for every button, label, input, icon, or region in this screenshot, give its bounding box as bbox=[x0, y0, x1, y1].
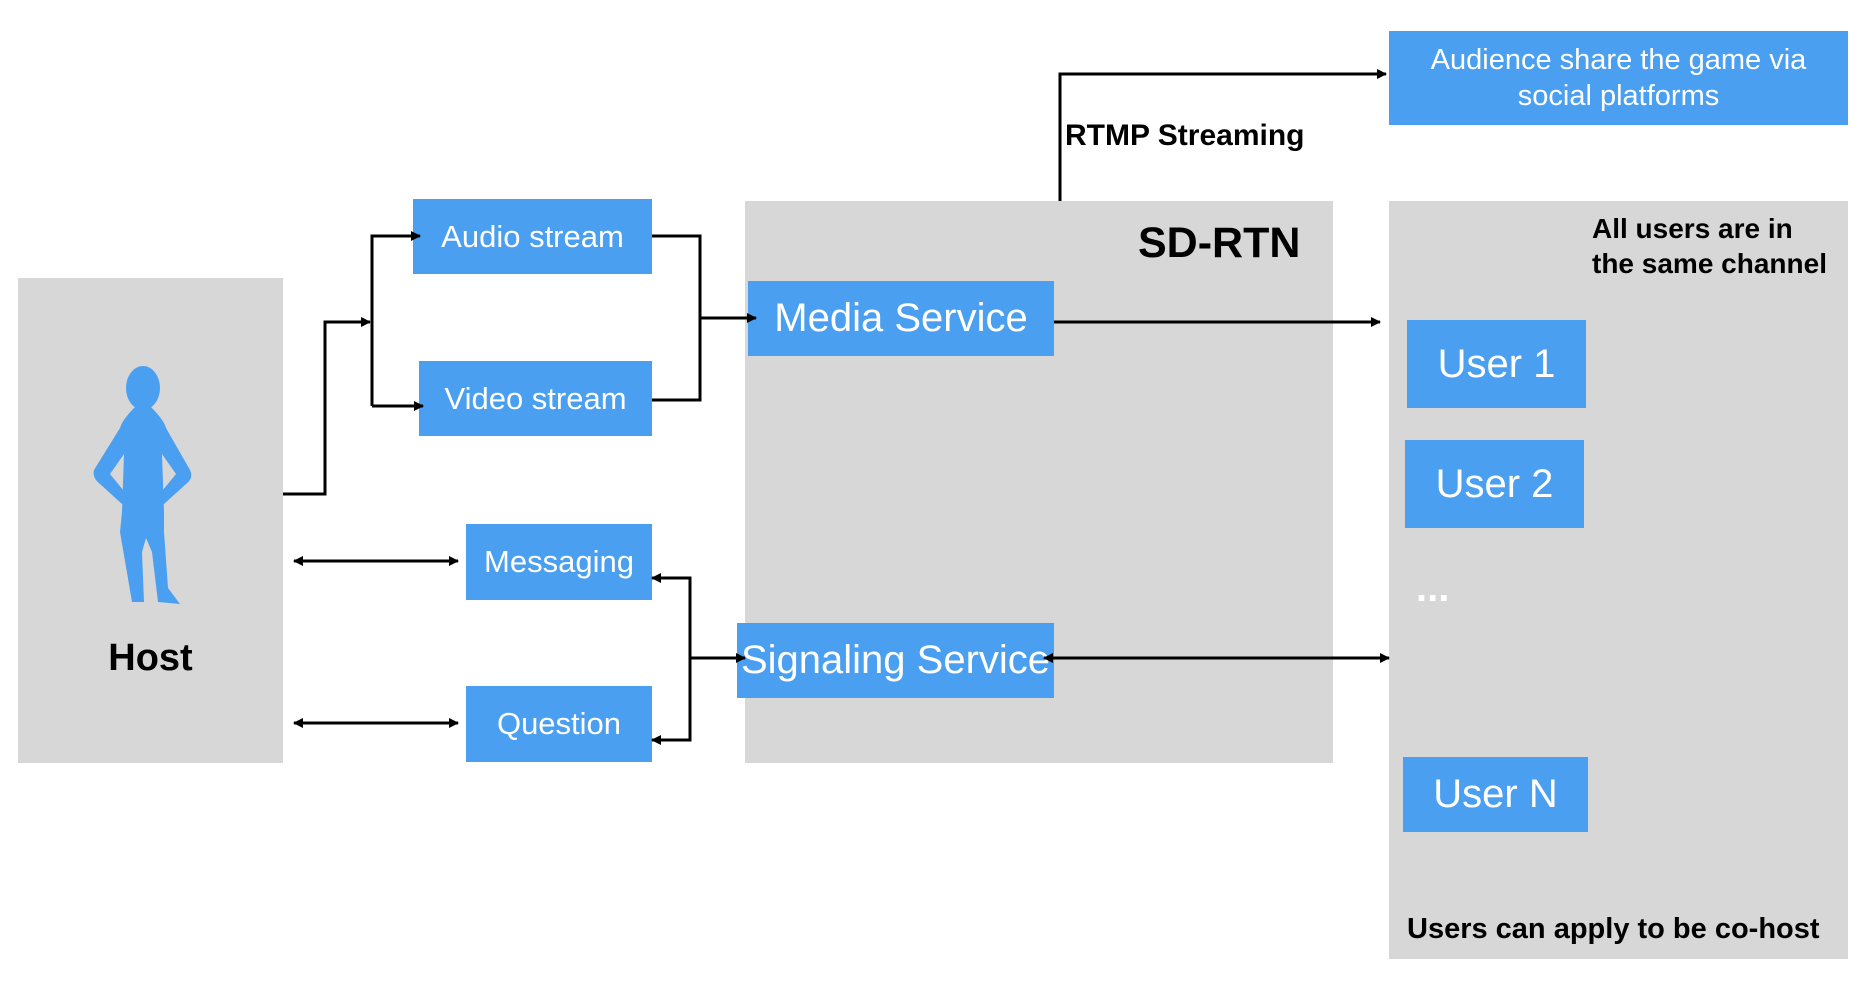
audio-stream-box: Audio stream bbox=[413, 199, 652, 274]
person-silhouette-icon bbox=[93, 366, 192, 604]
signaling-service-box: Signaling Service bbox=[737, 623, 1054, 698]
user-n-box: User N bbox=[1403, 757, 1588, 832]
media-service-box: Media Service bbox=[748, 281, 1054, 356]
host-to-split-arrow bbox=[283, 317, 371, 496]
cohost-note: Users can apply to be co-host bbox=[1407, 913, 1820, 945]
user-2-box: User 2 bbox=[1405, 440, 1584, 528]
users-note-line2: the same channel bbox=[1592, 248, 1827, 279]
sdrtn-title: SD-RTN bbox=[1138, 219, 1301, 267]
messaging-box: Messaging bbox=[466, 524, 652, 600]
audio-merge-line bbox=[652, 234, 702, 402]
video-stream-box: Video stream bbox=[419, 361, 652, 436]
messaging-signaling-line bbox=[651, 573, 692, 745]
host-label: Host bbox=[108, 637, 193, 679]
audience-line1: Audience share the game via bbox=[1430, 44, 1807, 76]
rtmp-streaming-label: RTMP Streaming bbox=[1065, 119, 1305, 152]
question-box: Question bbox=[466, 686, 652, 762]
user-1-box: User 1 bbox=[1407, 320, 1586, 408]
users-ellipsis: ... bbox=[1416, 566, 1450, 610]
audience-box: Audience share the game via social platf… bbox=[1389, 31, 1848, 125]
users-note-line1: All users are in bbox=[1592, 213, 1793, 244]
split-to-audio-arrow bbox=[370, 231, 421, 241]
audience-line2: social platforms bbox=[1517, 80, 1720, 112]
rtmp-arrow bbox=[1058, 69, 1387, 201]
